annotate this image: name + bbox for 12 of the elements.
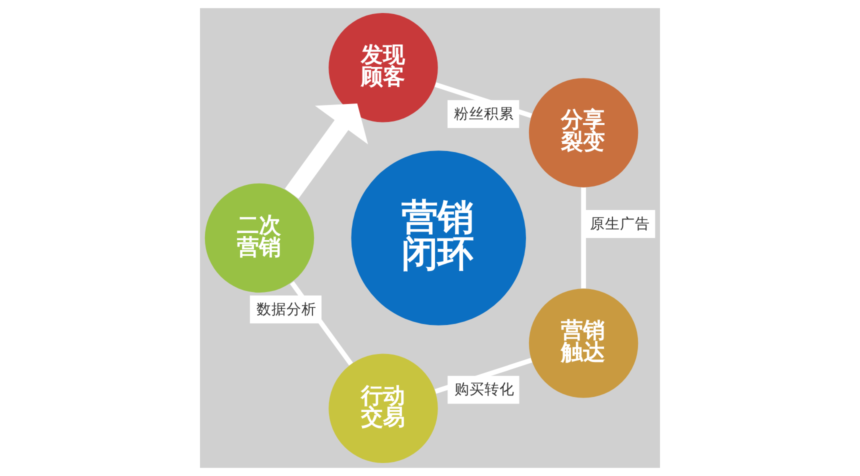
node-circle: 行动交易 (328, 354, 438, 463)
arrow (284, 103, 368, 199)
edge-label: 粉丝积累 (454, 105, 514, 122)
node-circle: 营销触达 (528, 288, 638, 398)
connector (581, 187, 586, 288)
node-circle: 发现顾客 (328, 13, 438, 122)
node-circle: 分享裂变 (528, 78, 638, 188)
node-circle: 营销闭环 (351, 150, 526, 326)
edge-label: 数据分析 (256, 300, 317, 318)
node-circle: 二次营销 (204, 183, 314, 293)
edge-label: 购买转化 (454, 381, 514, 398)
edge-label: 原生广告 (590, 215, 650, 232)
